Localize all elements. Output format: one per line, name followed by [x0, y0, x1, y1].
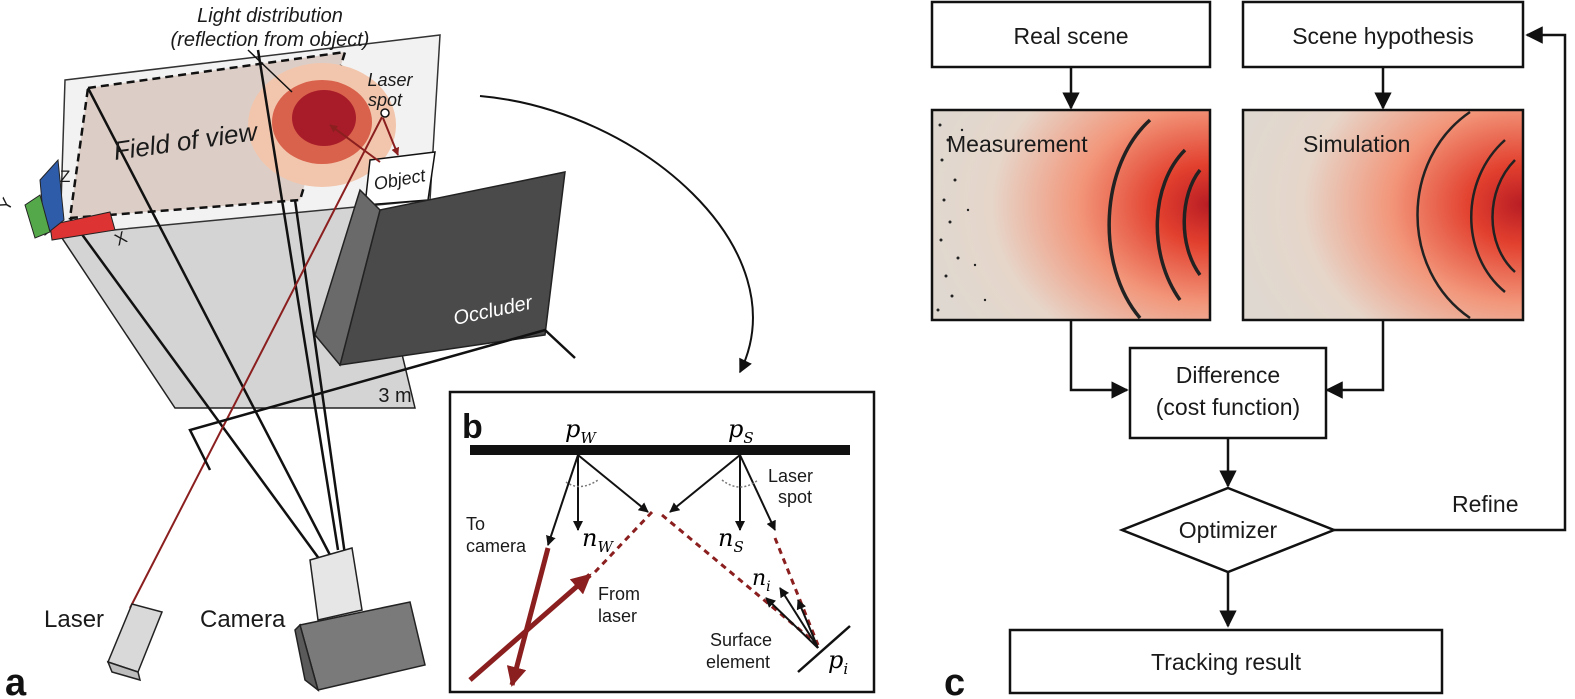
panel-c: Real scene Scene hypothesis Measurement …: [930, 0, 1567, 699]
pi-arrow-2: [765, 597, 819, 649]
to-camera-label-1: To: [466, 514, 485, 534]
panel-a: Light distribution (reflection from obje…: [0, 5, 754, 699]
pw-label: pW: [565, 415, 597, 447]
difference-label-2: (cost function): [1156, 394, 1300, 420]
to-camera-label-2: camera: [466, 536, 527, 556]
laser-beam: [129, 116, 383, 609]
panel-b-label: b: [462, 408, 483, 446]
measurement-image: [930, 108, 1212, 322]
laser-device: [106, 603, 164, 682]
laser-label: Laser: [44, 606, 104, 633]
distance-label: 3 m: [378, 385, 411, 407]
from-laser-arrow: [468, 573, 592, 682]
difference-box: [1128, 346, 1328, 440]
axis-y-label: Y: [0, 195, 17, 214]
pi-label: pi: [828, 646, 848, 678]
measurement-label: Measurement: [947, 131, 1088, 157]
x-axis-arrow: [49, 211, 116, 241]
camera-ray-4: [68, 217, 322, 561]
light-distribution-label-1: Light distribution: [197, 5, 343, 27]
ps-to-pw-arrow: [669, 454, 741, 513]
real-scene-box: [930, 0, 1212, 69]
surface-element-label-1: Surface: [710, 630, 772, 650]
simulation-image: [1241, 108, 1525, 322]
panel-b: b pW pS nW nS ni pi To camera From: [448, 390, 876, 694]
surface-element-label-2: element: [706, 652, 770, 672]
laser-spot-dot: [380, 108, 390, 118]
camera-ray-3: [256, 49, 340, 551]
to-camera-normal-arrow: [546, 454, 579, 546]
ps-down-arrow: [739, 454, 776, 531]
axes-gizmo: [24, 158, 116, 241]
ns-label: nS: [718, 524, 744, 556]
tracking-result-box: [1008, 628, 1444, 695]
scene-hypothesis-box: [1241, 0, 1525, 69]
from-laser-label-2: laser: [598, 606, 637, 626]
measurement-noise-dots: [936, 123, 987, 312]
tracking-result-label: Tracking result: [1151, 649, 1302, 675]
real-scene-label: Real scene: [1013, 23, 1128, 49]
from-laser-label-1: From: [598, 584, 640, 604]
curved-arrow-to-b: [479, 95, 754, 374]
refine-feedback-arrow: [1334, 26, 1567, 532]
occluder-side: [314, 188, 381, 367]
pi-arrow-1: [796, 599, 819, 649]
dashed-laser-path-3: [773, 537, 820, 646]
simulation-contours: [1416, 110, 1516, 320]
surface-element-line: [797, 625, 851, 673]
camera-label: Camera: [200, 606, 286, 633]
dimension-line: [188, 328, 576, 471]
laser-spot-label-1: Laser: [367, 70, 413, 90]
simulation-label: Simulation: [1303, 131, 1410, 157]
panel-b-frame: [448, 390, 876, 694]
scene-hypothesis-label: Scene hypothesis: [1292, 23, 1474, 49]
laser-spot-label-2: spot: [368, 90, 403, 110]
light-distribution-leader: [247, 49, 293, 93]
reflection-arrow-1: [382, 117, 400, 156]
measurement-contours: [1107, 118, 1202, 320]
ni-arrow: [779, 587, 819, 649]
measurement-to-difference-arrow: [1069, 320, 1129, 399]
ni-label: ni: [752, 566, 771, 595]
simulation-to-difference-arrow: [1325, 320, 1385, 399]
laser-spot-b-label-2: spot: [778, 487, 812, 507]
light-distribution-label-2: (reflection from object): [171, 29, 370, 51]
panel-c-label: c: [944, 662, 965, 699]
camera-ray-1: [86, 87, 332, 556]
laser-spot-b-label-1: Laser: [768, 466, 813, 486]
pw-reflect-arrow: [577, 454, 649, 513]
panel-a-label: a: [5, 662, 27, 699]
difference-label-1: Difference: [1176, 362, 1280, 388]
nw-label: nW: [582, 524, 614, 556]
camera-device: [294, 547, 426, 692]
ps-label: pS: [728, 415, 754, 447]
dashed-laser-path-1: [593, 510, 654, 574]
optimizer-label: Optimizer: [1179, 517, 1278, 543]
wall-bar: [470, 445, 850, 455]
y-axis-arrow: [24, 194, 51, 239]
to-camera-arrow: [506, 547, 551, 687]
camera-ray-2: [293, 199, 347, 556]
axis-z-label: Z: [60, 167, 70, 186]
reflection-arrow-2: [329, 124, 381, 163]
refine-label: Refine: [1452, 491, 1518, 517]
